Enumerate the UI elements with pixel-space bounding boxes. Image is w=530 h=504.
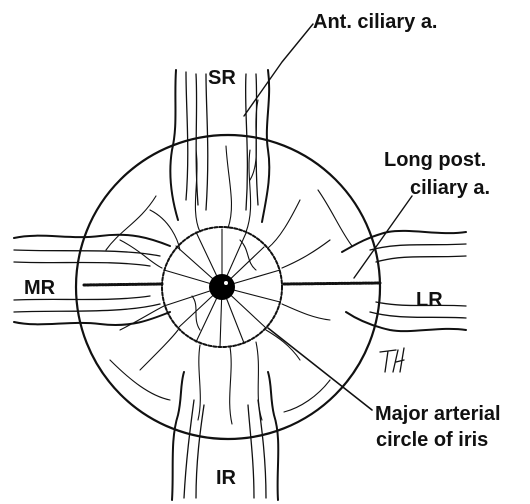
- leader-ant-ciliary: [244, 24, 313, 116]
- pupil: [209, 274, 235, 300]
- label-sr: SR: [208, 67, 236, 89]
- lateral-rectus-muscle: [342, 231, 466, 331]
- label-long-post-line1: Long post.: [384, 149, 486, 171]
- label-ant-ciliary: Ant. ciliary a.: [313, 11, 438, 33]
- long-posterior-ciliary-artery-medial: [84, 284, 162, 285]
- anterior-ciliary-vessels: [106, 100, 352, 424]
- label-major-line1: Major arterial: [375, 403, 501, 425]
- label-long-post-line2: ciliary a.: [410, 177, 490, 199]
- leader-long-post-ciliary: [354, 196, 412, 278]
- long-posterior-ciliary-artery-lateral: [284, 283, 380, 284]
- label-major-line2: circle of iris: [376, 429, 488, 451]
- pupil-highlight: [224, 281, 228, 285]
- superior-rectus-muscle: [170, 70, 269, 222]
- label-lr: LR: [416, 289, 443, 311]
- artist-signature: [380, 348, 404, 372]
- label-mr: MR: [24, 277, 56, 299]
- label-ir: IR: [216, 467, 237, 489]
